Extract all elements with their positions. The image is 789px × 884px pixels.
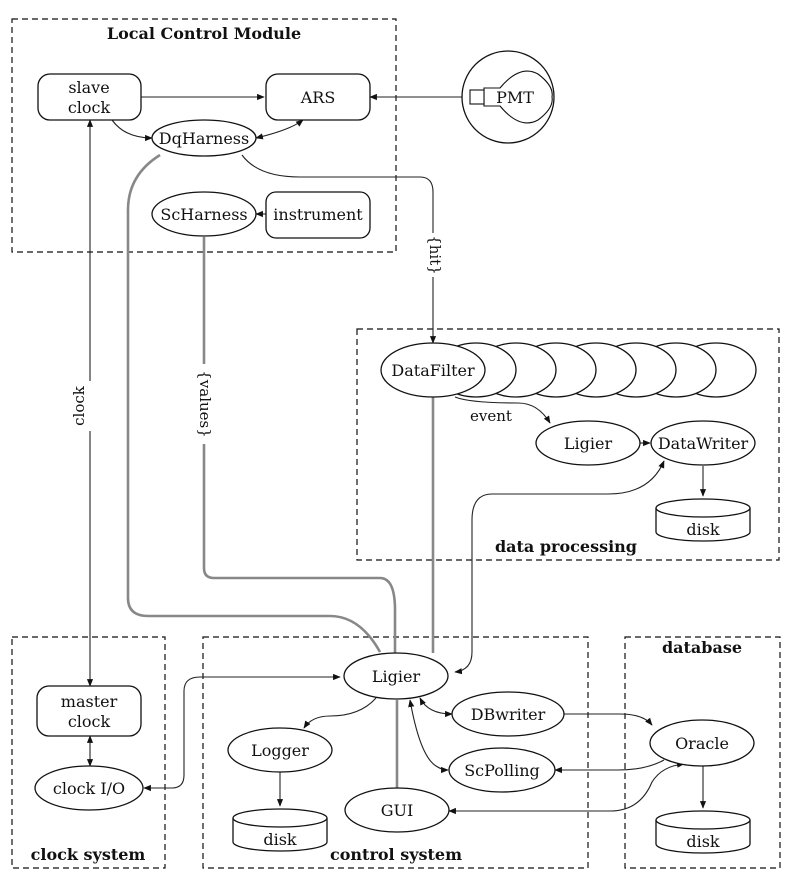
- dqharness-ars-edge: [255, 119, 304, 140]
- disk-cs-node: disk: [232, 808, 328, 852]
- scpolling-label: ScPolling: [464, 761, 540, 780]
- event-edge: [454, 396, 551, 424]
- event-edge-label: event: [470, 407, 512, 425]
- control-system-title: control system: [330, 845, 462, 864]
- gui-node: GUI: [344, 787, 450, 833]
- datawriter-node: DataWriter: [650, 420, 756, 466]
- ligier-dp-label: Ligier: [564, 434, 613, 453]
- dqharness-control-edge: [126, 153, 382, 653]
- hit-label-background: [423, 233, 445, 277]
- database-title: database: [662, 638, 742, 657]
- clock-io-label: clock I/O: [53, 779, 125, 798]
- values-label-background: [193, 364, 215, 444]
- oracle-label: Oracle: [675, 734, 729, 753]
- disk-db-node: disk: [655, 810, 751, 854]
- ligier-scpolling-edge: [408, 699, 449, 774]
- hit-edge-label: {hit}: [426, 235, 444, 275]
- slave-clock-dqharness-edge: [111, 119, 153, 142]
- dqharness-label: DqHarness: [159, 129, 249, 148]
- pmt-node: PMT: [461, 50, 555, 144]
- gui-label: GUI: [381, 801, 414, 820]
- instrument-label: instrument: [273, 205, 363, 224]
- gui-oracle-edge: [448, 761, 685, 815]
- slave-clock-label-line1: slave: [68, 78, 109, 97]
- datafilter-label: DataFilter: [391, 361, 475, 380]
- ligier-cs-label: Ligier: [372, 667, 421, 686]
- disk-dp-label: disk: [686, 520, 720, 539]
- clock-edge-label: clock: [70, 385, 88, 426]
- disk-db-label: disk: [686, 832, 720, 851]
- local-control-module-title: Local Control Module: [107, 24, 301, 43]
- scpolling-node: ScPolling: [448, 747, 556, 793]
- datawriter-label: DataWriter: [658, 434, 749, 453]
- oracle-node: Oracle: [649, 719, 755, 767]
- data-processing-title: data processing: [495, 537, 637, 556]
- master-clock-label-line1: master: [61, 692, 118, 711]
- logger-node: Logger: [227, 727, 333, 773]
- disk-dp-node: disk: [655, 498, 751, 542]
- photomultiplier-icon: [483, 70, 553, 124]
- disk-cs-label: disk: [263, 830, 297, 849]
- ligier-logger-edge: [303, 697, 377, 729]
- datafilter-node: DataFilter: [380, 342, 486, 398]
- pmt-label: PMT: [496, 88, 534, 107]
- clock-io-ligier-edge: [143, 673, 341, 792]
- hit-edge: [241, 154, 437, 344]
- instrument-node: instrument: [265, 191, 371, 239]
- local-control-module-region: [11, 18, 397, 253]
- pmt-base-icon: [469, 89, 485, 105]
- ligier-cs-node: Ligier: [343, 652, 449, 700]
- clock-system-region: [11, 636, 166, 869]
- dbwriter-node: DBwriter: [451, 691, 565, 737]
- clock-system-title: clock system: [31, 845, 146, 864]
- ars-label: ARS: [300, 88, 336, 107]
- scharness-node: ScHarness: [151, 191, 257, 237]
- master-clock-label-line2: clock: [68, 712, 111, 731]
- values-edge-label: {values}: [196, 370, 214, 438]
- clock-io-node: clock I/O: [34, 765, 144, 811]
- values-edge: [202, 237, 397, 653]
- ligier-dbwriter-edge: [419, 697, 453, 718]
- ars-node: ARS: [265, 73, 371, 121]
- dbwriter-label: DBwriter: [471, 705, 546, 724]
- oracle-scpolling-edge: [554, 759, 665, 774]
- dqharness-node: DqHarness: [151, 119, 257, 157]
- datawriter-ligier-edge: [454, 460, 665, 675]
- ligier-dp-node: Ligier: [535, 420, 641, 466]
- dbwriter-oracle-edge: [564, 713, 653, 726]
- slave-clock-label-line2: clock: [68, 98, 111, 117]
- logger-label: Logger: [251, 741, 309, 760]
- master-clock-node: master clock: [36, 685, 142, 737]
- slave-clock-node: slave clock: [37, 73, 142, 121]
- database-region: [624, 636, 781, 869]
- scharness-label: ScHarness: [160, 205, 247, 224]
- clock-label-background: [79, 381, 101, 431]
